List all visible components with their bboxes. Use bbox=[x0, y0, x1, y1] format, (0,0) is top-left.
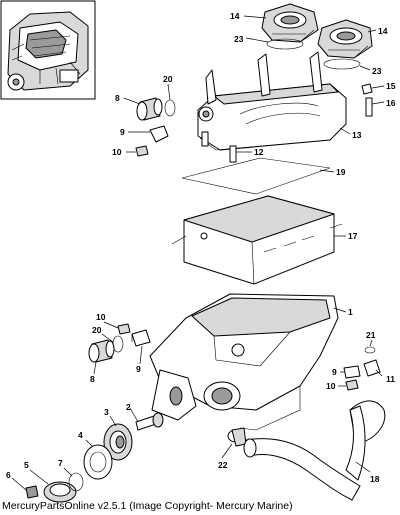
callout-1: 1 bbox=[348, 307, 353, 317]
hose-fitting-lower bbox=[88, 339, 115, 363]
callout-23-right: 23 bbox=[372, 66, 382, 76]
nut-10-right bbox=[345, 379, 359, 391]
callout-5: 5 bbox=[24, 460, 29, 470]
sensor-2 bbox=[135, 412, 164, 431]
gasket-4 bbox=[83, 444, 113, 480]
intake-plenum bbox=[197, 51, 347, 151]
callout-17: 17 bbox=[348, 231, 358, 241]
callout-19: 19 bbox=[336, 167, 346, 177]
o-ring-23-right bbox=[323, 58, 361, 70]
callout-9-right: 9 bbox=[332, 367, 337, 377]
leader-lines bbox=[11, 15, 385, 491]
screw-6 bbox=[25, 485, 39, 499]
callout-3: 3 bbox=[104, 407, 109, 417]
o-ring-20-upper bbox=[164, 99, 176, 117]
callout-15: 15 bbox=[386, 81, 396, 91]
callout-18: 18 bbox=[370, 474, 380, 484]
bolt-12b bbox=[201, 131, 209, 147]
callout-14-left: 14 bbox=[230, 11, 240, 21]
bolt-12 bbox=[229, 145, 237, 163]
clip-9-lower bbox=[131, 329, 151, 347]
throttle-body-left bbox=[261, 3, 319, 43]
callout-8-upper: 8 bbox=[115, 93, 120, 103]
callout-8-lower: 8 bbox=[90, 374, 95, 384]
intake-hose-18 bbox=[243, 400, 386, 501]
callout-21: 21 bbox=[366, 330, 376, 340]
gasket-19 bbox=[181, 157, 331, 195]
callout-10-lower: 10 bbox=[96, 312, 106, 322]
callout-4: 4 bbox=[78, 430, 83, 440]
callout-10-right: 10 bbox=[326, 381, 336, 391]
nut-10-lower bbox=[117, 323, 131, 335]
clip-9-right bbox=[343, 365, 361, 379]
callout-12: 12 bbox=[254, 147, 264, 157]
o-ring-20-lower bbox=[112, 335, 124, 353]
o-ring-23-left bbox=[266, 38, 304, 50]
fitting-15 bbox=[361, 83, 373, 95]
callout-9-upper: 9 bbox=[120, 127, 125, 137]
adapter-3 bbox=[103, 423, 133, 461]
image-caption: MercuryPartsOnline v2.5.1 (Image Copyrig… bbox=[2, 500, 293, 512]
callout-labels: 14 14 23 23 15 16 13 20 8 9 10 12 19 17 … bbox=[6, 11, 396, 484]
callout-7: 7 bbox=[58, 458, 63, 468]
plate-5 bbox=[43, 481, 77, 503]
throttle-body-right bbox=[317, 19, 373, 59]
filter-element-17 bbox=[171, 195, 343, 285]
bolt-16 bbox=[365, 97, 373, 117]
callout-10-upper: 10 bbox=[112, 147, 122, 157]
clip-9-upper bbox=[149, 125, 169, 143]
nut-10-upper bbox=[135, 145, 149, 157]
callout-20-lower: 20 bbox=[92, 325, 102, 335]
airbox-housing bbox=[149, 293, 339, 431]
fitting-11 bbox=[363, 359, 381, 377]
callout-14-right: 14 bbox=[378, 26, 388, 36]
hose-fitting-upper bbox=[136, 97, 163, 121]
callout-11: 11 bbox=[386, 374, 395, 384]
callout-23-left: 23 bbox=[234, 34, 244, 44]
engine-thumbnail bbox=[0, 0, 96, 100]
callout-13: 13 bbox=[352, 130, 362, 140]
callout-6: 6 bbox=[6, 470, 11, 480]
o-ring-7 bbox=[68, 472, 84, 492]
callout-2: 2 bbox=[126, 402, 131, 412]
callout-22: 22 bbox=[218, 460, 228, 470]
callout-20-upper: 20 bbox=[163, 74, 173, 84]
o-ring-21 bbox=[364, 346, 376, 354]
callout-9-lower: 9 bbox=[136, 364, 141, 374]
callout-16: 16 bbox=[386, 98, 396, 108]
hose-clamp-22 bbox=[227, 427, 247, 447]
